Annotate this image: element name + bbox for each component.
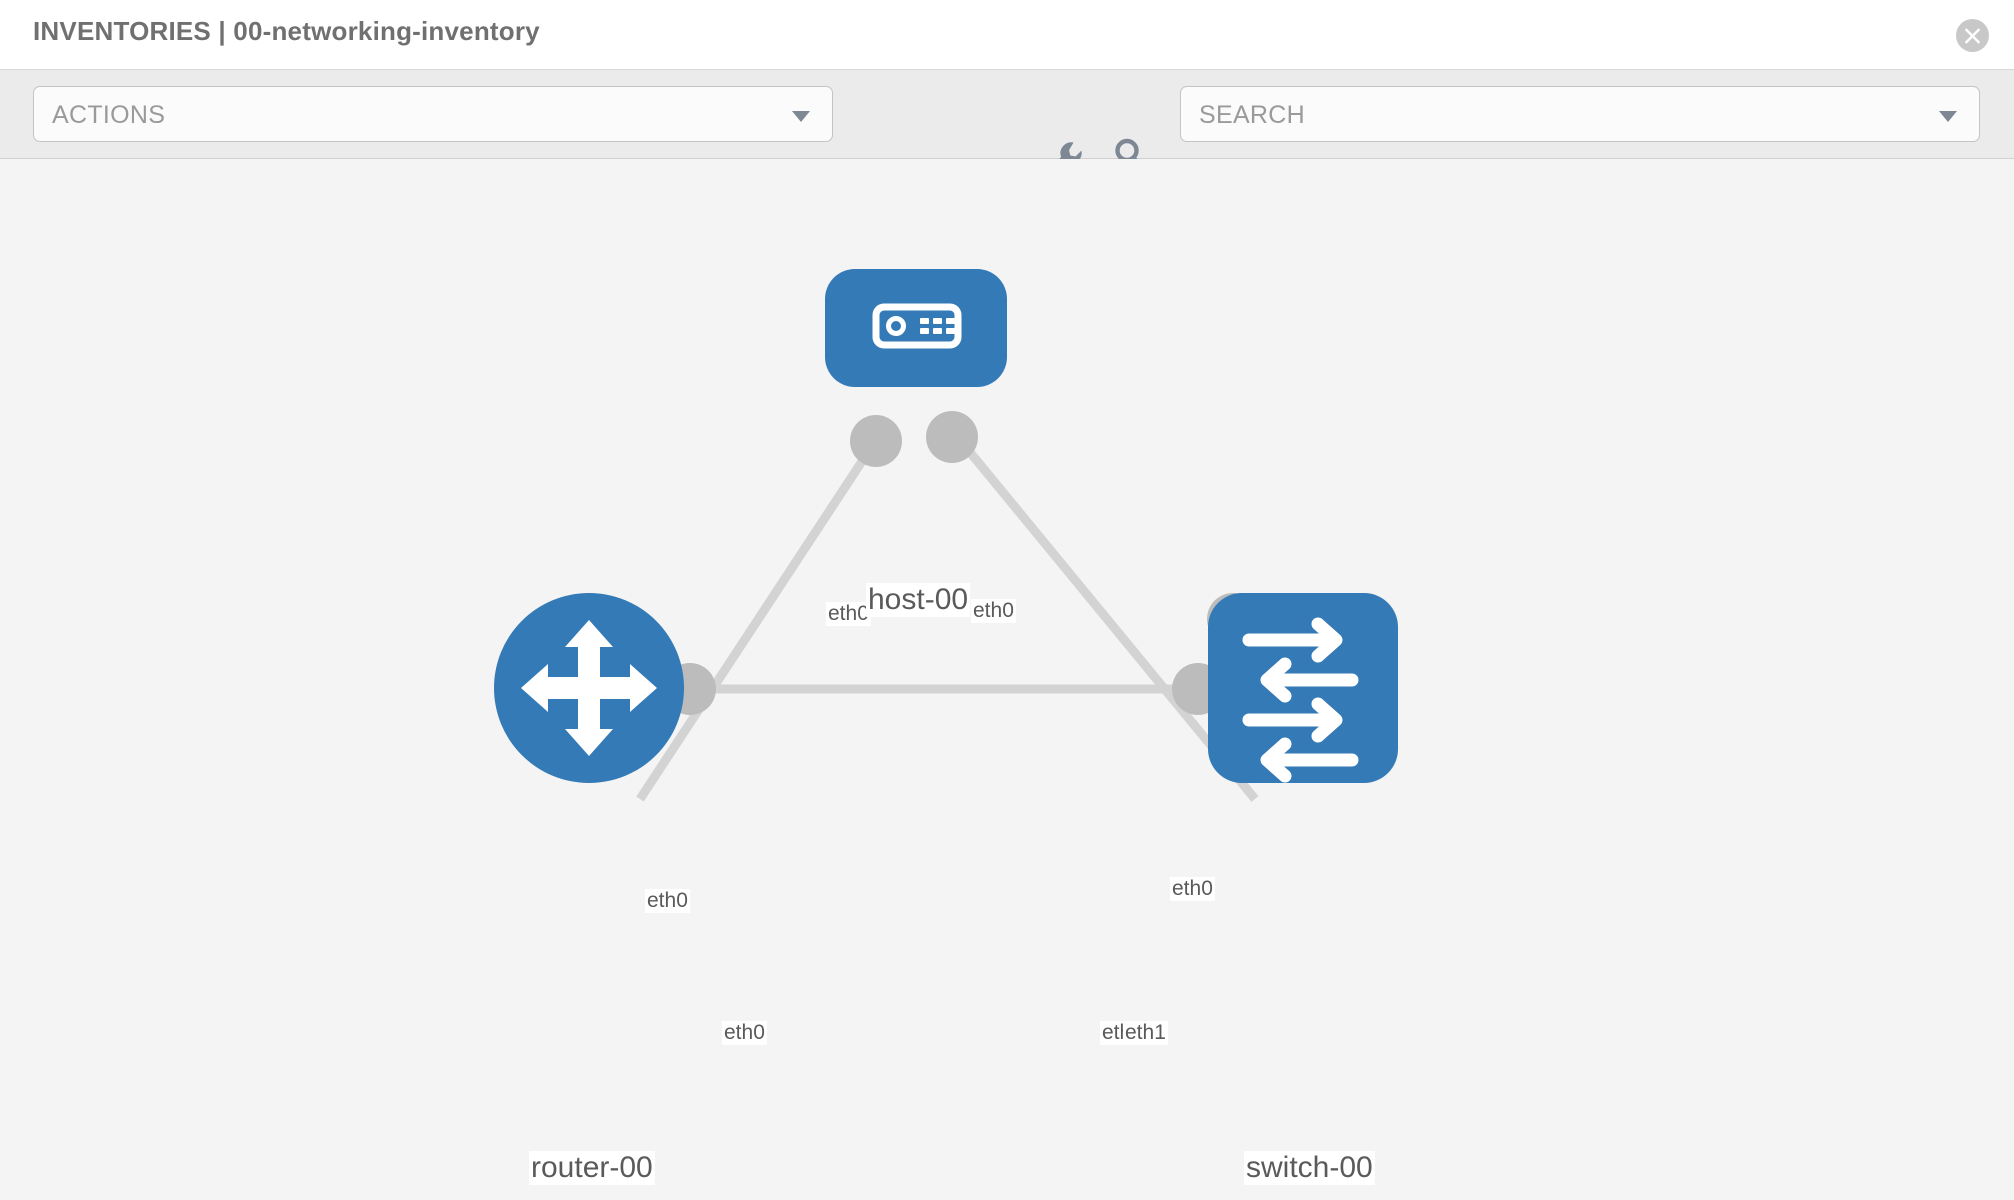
interface-stub-group xyxy=(664,411,1259,715)
node-router-00[interactable] xyxy=(494,593,684,783)
link-group xyxy=(636,431,1259,802)
actions-dropdown[interactable]: ACTIONS xyxy=(33,86,833,142)
node-switch-00[interactable] xyxy=(1208,593,1398,783)
interface-label: eth0 xyxy=(722,1021,767,1046)
search-input[interactable]: SEARCH xyxy=(1180,86,1980,142)
actions-dropdown-label: ACTIONS xyxy=(52,101,166,129)
topology-graph xyxy=(494,269,1398,802)
node-label-host: host-00 xyxy=(866,583,971,617)
iface-stub-host-right xyxy=(926,411,978,463)
interface-label: eth1 xyxy=(1123,1021,1168,1046)
server-icon xyxy=(872,303,962,349)
iface-stub-host-left xyxy=(850,415,902,467)
node-label-router: router-00 xyxy=(529,1151,655,1185)
toolbar: ACTIONS SEARCH xyxy=(0,70,2014,175)
interface-label: eth0 xyxy=(1170,877,1215,902)
topology-canvas[interactable]: eth0 host-00 eth0 eth0 eth0 eth0 eth0 et… xyxy=(0,159,2014,1200)
interface-label: eth0 xyxy=(971,599,1016,624)
router-arrows-icon xyxy=(521,620,657,756)
close-icon[interactable] xyxy=(1956,19,1989,52)
interface-label: eth0 xyxy=(645,889,690,914)
switch-arrows-icon xyxy=(1242,617,1359,783)
page-header: INVENTORIES | 00-networking-inventory xyxy=(0,0,2014,70)
chevron-down-icon[interactable] xyxy=(1939,111,1957,122)
link-router-host xyxy=(636,431,884,802)
link-host-switch xyxy=(951,431,1259,802)
interface-label: eth0 xyxy=(826,602,871,627)
node-label-switch: switch-00 xyxy=(1244,1151,1375,1185)
node-host-00[interactable] xyxy=(825,269,1007,387)
chevron-down-icon xyxy=(792,111,810,122)
page-title: INVENTORIES | 00-networking-inventory xyxy=(33,16,540,46)
search-placeholder: SEARCH xyxy=(1199,101,1305,129)
